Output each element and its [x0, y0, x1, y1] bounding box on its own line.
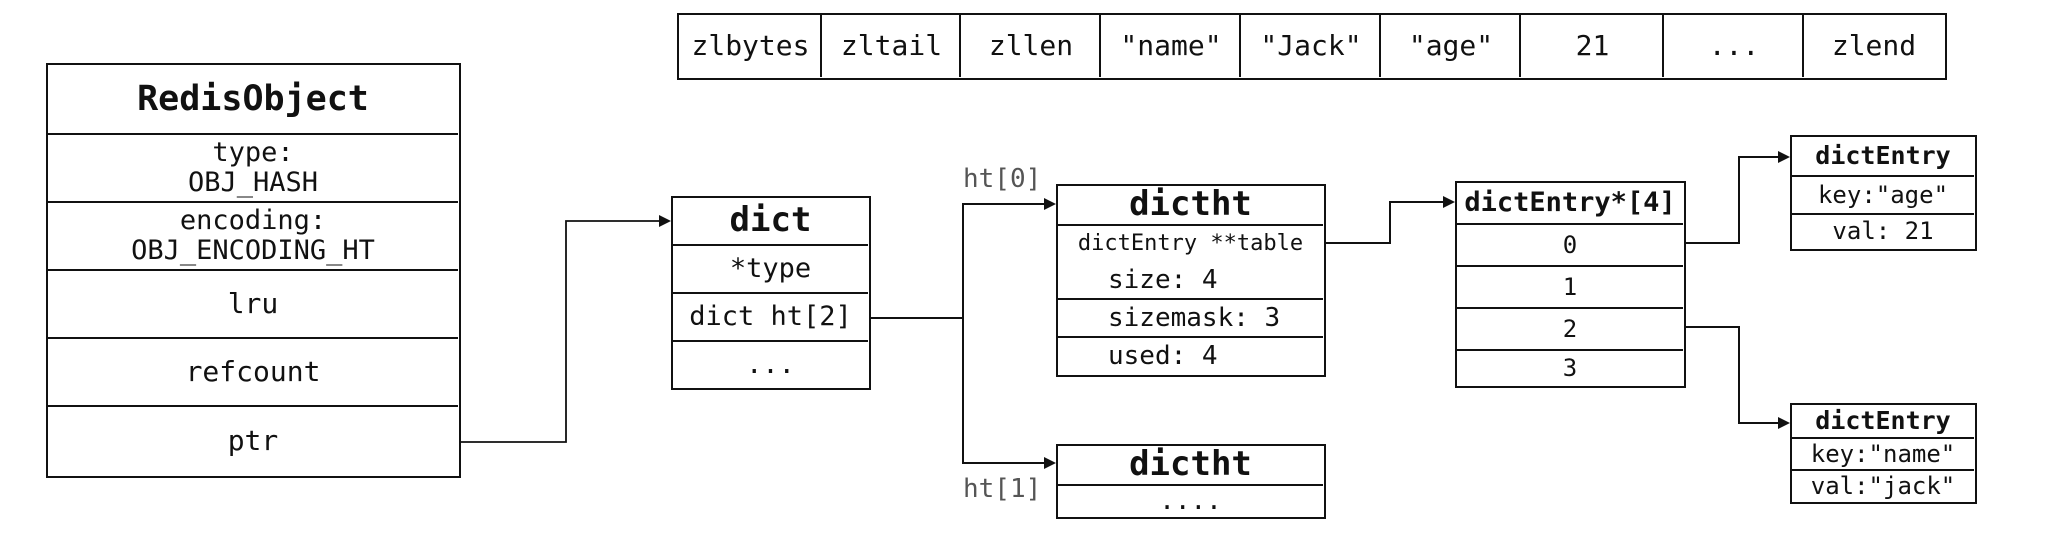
- dict-more: ...: [746, 348, 795, 380]
- dict-ht: dict ht[2]: [689, 301, 852, 333]
- ziplist-row: zlbytes zltail zllen "name" "Jack" "age"…: [677, 13, 1947, 80]
- dict-entry-age-box: dictEntry key:"age" val: 21: [1790, 135, 1977, 251]
- dictht-0-title: dictht: [1129, 184, 1252, 225]
- redis-object-encoding: encoding: OBJ_ENCODING_HT: [48, 203, 458, 269]
- ziplist-cell-zlbytes: zlbytes: [691, 28, 810, 62]
- redis-object-type-value: OBJ_HASH: [187, 167, 319, 198]
- dict-entry-name-key: key:"name": [1810, 439, 1956, 468]
- dict-entry-age-title: dictEntry: [1815, 141, 1951, 171]
- dict-entry-age-key: key:"age": [1817, 180, 1949, 209]
- ziplist-cell-name: "name": [1120, 28, 1222, 62]
- dict-entry-name-val: val:"jack": [1810, 471, 1956, 500]
- arrow-table-to-array: [1326, 196, 1455, 244]
- redis-object-type-label: type:: [212, 137, 294, 169]
- redis-object-lru: lru: [227, 286, 279, 320]
- ht1-label: ht[1]: [963, 474, 1042, 504]
- ziplist-cell-age: "age": [1408, 28, 1494, 62]
- dictht-0-sizemask: sizemask: 3: [1108, 302, 1281, 333]
- ziplist-cell-zltail: zltail: [840, 28, 943, 62]
- ziplist-cell-jack: "Jack": [1260, 28, 1362, 62]
- dictht-0-used: used: 4: [1108, 340, 1218, 371]
- dict-box: dict *type dict ht[2] ...: [671, 196, 871, 390]
- ziplist-cell-zllen: zllen: [988, 28, 1074, 62]
- redis-object-refcount: refcount: [185, 354, 321, 388]
- redis-object-box: RedisObject type: OBJ_HASH encoding: OBJ…: [46, 63, 461, 478]
- dict-type: *type: [729, 253, 812, 285]
- table-array-title: dictEntry*[4]: [1464, 187, 1676, 219]
- redis-object-ptr: ptr: [227, 423, 279, 457]
- table-slot-2: 2: [1562, 314, 1578, 343]
- dictht-1-box: dictht ....: [1056, 444, 1326, 519]
- ziplist-cell-ellipsis: ...: [1708, 28, 1760, 62]
- table-slot-3: 3: [1562, 353, 1578, 382]
- table-slot-1: 1: [1562, 272, 1578, 301]
- redis-object-encoding-value: OBJ_ENCODING_HT: [131, 235, 375, 266]
- arrow-dict-to-ht1: [962, 318, 1056, 469]
- dictht-1-title: dictht: [1129, 444, 1252, 485]
- table-slot-0: 0: [1562, 230, 1578, 259]
- dictht-0-table: dictEntry **table: [1077, 230, 1304, 256]
- arrow-slot2-to-entry-name: [1686, 326, 1790, 429]
- ht0-label: ht[0]: [963, 164, 1042, 194]
- dict-entry-name-title: dictEntry: [1815, 406, 1951, 436]
- dict-entry-age-val: val: 21: [1832, 217, 1934, 246]
- ziplist-cell-21: 21: [1575, 28, 1610, 62]
- redis-object-type: type: OBJ_HASH: [48, 135, 458, 201]
- dictht-0-size: size: 4: [1108, 264, 1218, 295]
- dict-title: dict: [729, 200, 812, 241]
- redis-object-encoding-label: encoding:: [179, 205, 327, 237]
- table-array-box: dictEntry*[4] 0 1 2 3: [1455, 181, 1686, 388]
- ziplist-cell-zlend: zlend: [1831, 28, 1917, 62]
- dictht-1-more: ....: [1159, 485, 1222, 516]
- dict-entry-name-box: dictEntry key:"name" val:"jack": [1790, 403, 1977, 504]
- arrow-ptr-to-dict: [461, 215, 671, 443]
- arrow-dict-to-ht0: [871, 198, 1056, 319]
- redis-object-title: RedisObject: [137, 78, 369, 119]
- arrow-slot0-to-entry-age: [1686, 151, 1790, 244]
- dictht-0-box: dictht dictEntry **table size: 4 sizemas…: [1056, 184, 1326, 377]
